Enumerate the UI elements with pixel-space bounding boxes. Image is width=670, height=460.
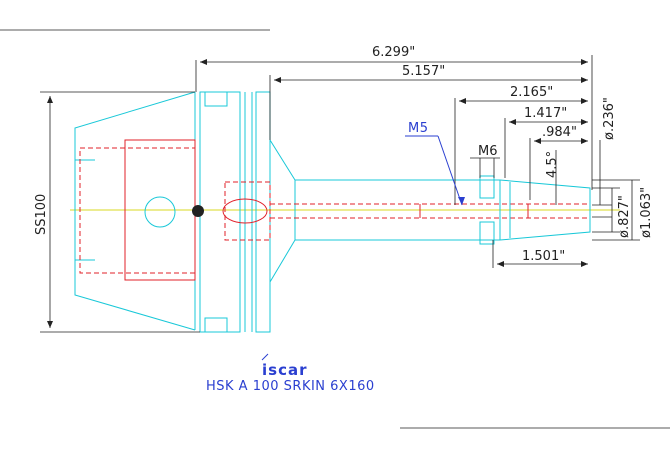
- dim-m5-label: M5: [408, 121, 429, 136]
- dim-overall-label: 6.299": [372, 45, 415, 60]
- dim-984-label: .984": [542, 125, 577, 140]
- dim-m5: M5: [405, 121, 465, 206]
- dim-dia-827-label: ø.827": [617, 195, 632, 238]
- dim-dia-827: ø.827": [592, 187, 632, 238]
- dim-shank-label: 5.157": [402, 64, 445, 79]
- hsk-flange: [199, 91, 296, 333]
- dim-m6-label: M6: [478, 144, 498, 159]
- dim-dia-236-label: ø.236": [602, 97, 617, 140]
- dim-angle-label: 4.5°: [545, 151, 560, 178]
- dim-m6: M6: [470, 144, 500, 178]
- dim-984: .984": [529, 125, 588, 200]
- shank: [295, 175, 591, 245]
- dim-flange: SS100: [34, 91, 200, 333]
- drive-hole: [144, 196, 176, 228]
- iscar-logo: iscar: [261, 353, 307, 379]
- dim-1501: 1.501": [492, 240, 588, 268]
- hsk-taper: [74, 91, 196, 331]
- dim-dia-1063-label: ø1.063": [639, 187, 654, 238]
- logo-text: iscar: [262, 361, 307, 379]
- dim-tip: 2.165": [454, 85, 588, 205]
- part-number: HSK A 100 SRKIN 6X160: [206, 379, 375, 394]
- dim-overall: 6.299": [195, 45, 593, 190]
- dim-dia-1063: ø1.063": [592, 179, 654, 241]
- dim-1417-label: 1.417": [524, 106, 567, 121]
- dim-tip-label: 2.165": [510, 85, 553, 100]
- dim-shank: 5.157": [269, 64, 588, 140]
- dim-1501-label: 1.501": [522, 249, 565, 264]
- dim-flange-label: SS100: [34, 194, 49, 235]
- dim-angle: 4.5°: [545, 150, 560, 205]
- coolant-ball: [192, 205, 204, 217]
- dim-dia-236: ø.236": [592, 97, 617, 218]
- dim-1417: 1.417": [504, 106, 588, 178]
